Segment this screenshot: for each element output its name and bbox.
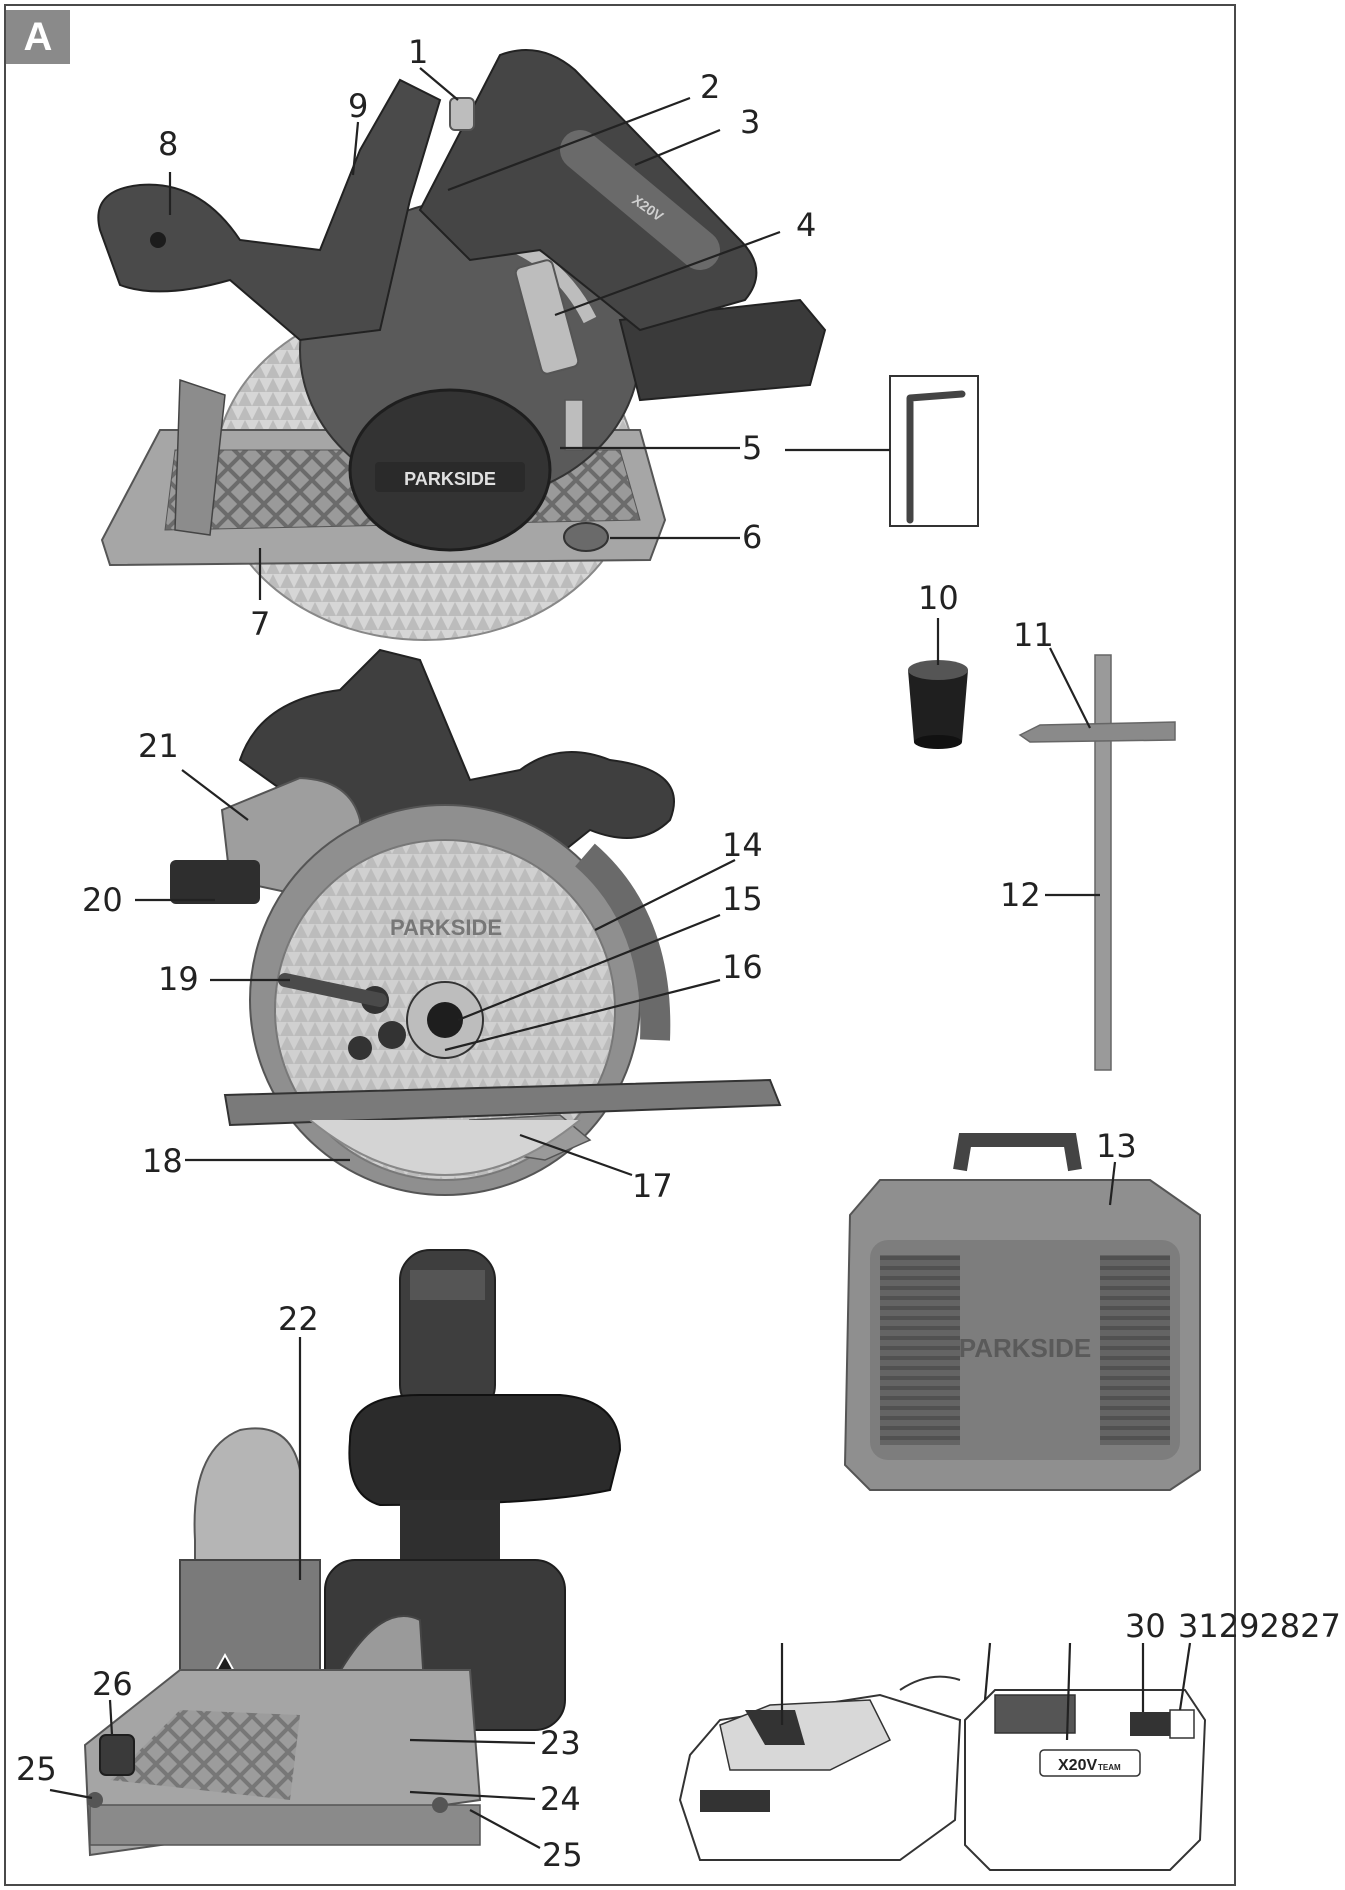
battery-badge-text: X20V [1058,1757,1097,1774]
callout-16: 16 [722,948,763,986]
lock-button [449,97,475,131]
callout-15: 15 [722,880,763,918]
main-handle [418,49,758,332]
brand-logo-blade: PARKSIDE [390,915,502,940]
hex-key-box [889,375,979,527]
callout-7: 7 [250,605,270,643]
top-handle [348,1394,622,1507]
callout-10: 10 [918,579,959,617]
callout-24: 24 [540,1780,581,1818]
brand-logo-case: PARKSIDE [959,1333,1091,1363]
callout-3: 3 [740,103,760,141]
callout-14: 14 [722,826,763,864]
callout-12: 12 [1000,876,1041,914]
blade-screw [427,1002,463,1038]
battery-slot [618,298,827,402]
callout-13: 13 [1096,1127,1137,1165]
figure-frame [4,4,1236,1886]
leader-lines [49,67,1192,1849]
parallel-guide [1018,654,1176,1071]
base-plate-side [223,1078,782,1127]
battery-badge-suffix: TEAM [1098,1763,1121,1772]
callout-6: 6 [742,518,762,556]
brand-logo-top-view: PARKSIDE [404,469,496,489]
retract-lever [278,973,387,1007]
callout-numbers: 1 2 3 4 5 6 7 8 9 10 11 12 13 14 15 16 1… [16,33,1341,1874]
figure-label-badge: A [6,10,70,64]
callout-25-right: 25 [542,1836,583,1874]
callout-26: 26 [92,1665,133,1703]
parallel-guide-knob [99,1734,135,1776]
battery-outline: X20V TEAM [964,1689,1207,1871]
callout-17: 17 [632,1167,673,1205]
callout-5: 5 [742,429,762,467]
parallel-guide-stop [1018,721,1176,743]
front-grip [97,78,442,342]
callout-2: 2 [700,68,720,106]
callout-18: 18 [142,1142,183,1180]
dust-adapter [908,660,968,749]
callout-21: 21 [138,727,179,765]
callout-22: 22 [278,1300,319,1338]
carry-case: PARKSIDE [843,1133,1201,1491]
callout-30: 30 [1125,1607,1166,1645]
hex-key [906,390,966,524]
parallel-guide-rail [1094,654,1112,1071]
callout-9: 9 [348,87,368,125]
saw-blade-side-view: PARKSIDE [170,648,782,1196]
callout-20: 20 [82,881,123,919]
callout-8: 8 [158,125,178,163]
callout-19: 19 [158,960,199,998]
callout-25-left: 25 [16,1750,57,1788]
saw-front-view [83,1249,622,1857]
callout-11: 11 [1013,616,1054,654]
callout-31-29-28-27: 31292827 [1178,1607,1341,1645]
callout-23: 23 [540,1724,581,1762]
callout-4: 4 [796,206,816,244]
depth-lever [564,399,584,451]
saw-top-view: PARKSIDE X20V [97,49,827,641]
guide-knob [563,522,609,552]
callout-1: 1 [408,33,428,71]
charger-outline [678,1675,962,1861]
